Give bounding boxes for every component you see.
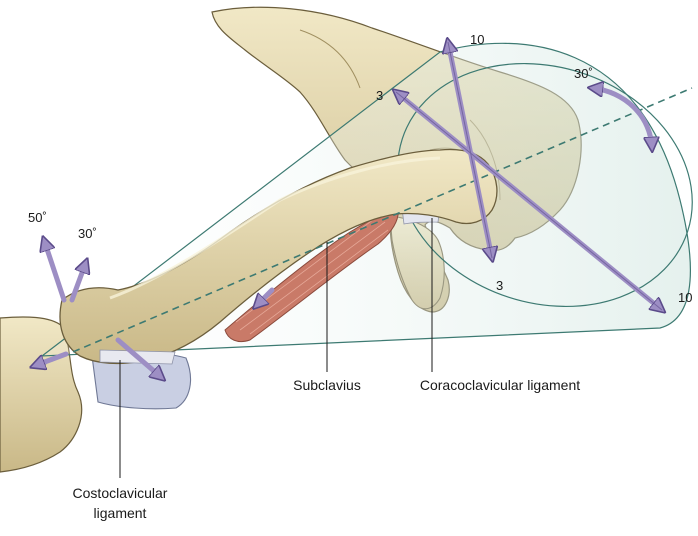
- label-horizontal-back: 3: [376, 88, 383, 103]
- clavicle-highlight: [109, 156, 441, 300]
- motion-arrow-outlines: [395, 41, 663, 311]
- sternal-rotation-arrow: [69, 262, 86, 303]
- sternal-back-arrow: [34, 351, 69, 366]
- label-axial-rotation: 30˚: [574, 66, 593, 81]
- label-costoclavicular-line2: ligament: [94, 505, 147, 521]
- lateral-clavicle-arrow: [256, 287, 275, 306]
- label-sternal-elevation: 50˚: [28, 210, 47, 225]
- label-coracoclavicular-ligament: Coracoclavicular ligament: [420, 377, 580, 393]
- label-sternal-rotation: 30˚: [78, 226, 97, 241]
- axial-rotation-arrow: [592, 88, 652, 148]
- label-costoclavicular-line1: Costoclavicular: [73, 485, 168, 501]
- sternal-elevation-arrow: [44, 240, 67, 303]
- label-vertical-top: 10: [470, 32, 484, 47]
- label-vertical-bottom: 3: [496, 278, 503, 293]
- label-subclavius: Subclavius: [293, 377, 361, 393]
- sternal-depression-arrow: [115, 337, 162, 378]
- label-horizontal-front: 10: [678, 290, 692, 305]
